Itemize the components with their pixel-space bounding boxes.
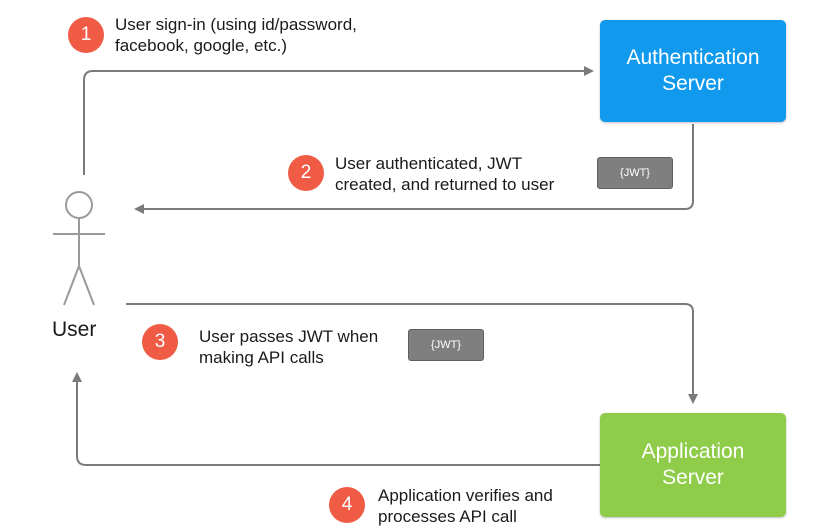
application-server-label-line1: Application: [641, 440, 745, 463]
step-2-badge: 2: [288, 155, 324, 191]
jwt-token-badge-2: {JWT}: [408, 329, 484, 361]
authentication-server-label-line2: Server: [662, 72, 724, 95]
authentication-server-label-line1: Authentication: [626, 46, 760, 69]
step-2-line2: created, and returned to user: [335, 175, 555, 194]
step-4-text: Application verifies and processes API c…: [378, 485, 553, 527]
authentication-server-box: Authentication Server: [600, 20, 786, 122]
user-label: User: [52, 318, 97, 341]
application-server-label-line2: Server: [662, 466, 724, 489]
arrow-user-to-app: [126, 303, 698, 404]
step-4-line2: processes API call: [378, 507, 517, 526]
step-1-text: User sign-in (using id/password, faceboo…: [115, 14, 357, 56]
step-3-badge: 3: [142, 324, 178, 360]
arrow-user-to-auth: [83, 66, 594, 175]
step-1-badge: 1: [68, 17, 104, 53]
user-stick-figure: [53, 191, 105, 306]
step-1-line1: User sign-in (using id/password,: [115, 15, 357, 34]
step-1-line2: facebook, google, etc.): [115, 36, 288, 55]
step-2-text: User authenticated, JWT created, and ret…: [335, 153, 554, 195]
jwt-token-badge-1: {JWT}: [597, 157, 673, 189]
application-server-box: Application Server: [600, 413, 786, 517]
step-3-line2: making API calls: [199, 348, 324, 367]
arrow-auth-to-user: [134, 124, 694, 214]
arrow-app-to-user: [72, 372, 600, 466]
step-3-text: User passes JWT when making API calls: [199, 326, 378, 368]
step-4-badge: 4: [329, 487, 365, 523]
step-4-line1: Application verifies and: [378, 486, 553, 505]
step-3-line1: User passes JWT when: [199, 327, 379, 346]
step-2-line1: User authenticated, JWT: [335, 154, 523, 173]
